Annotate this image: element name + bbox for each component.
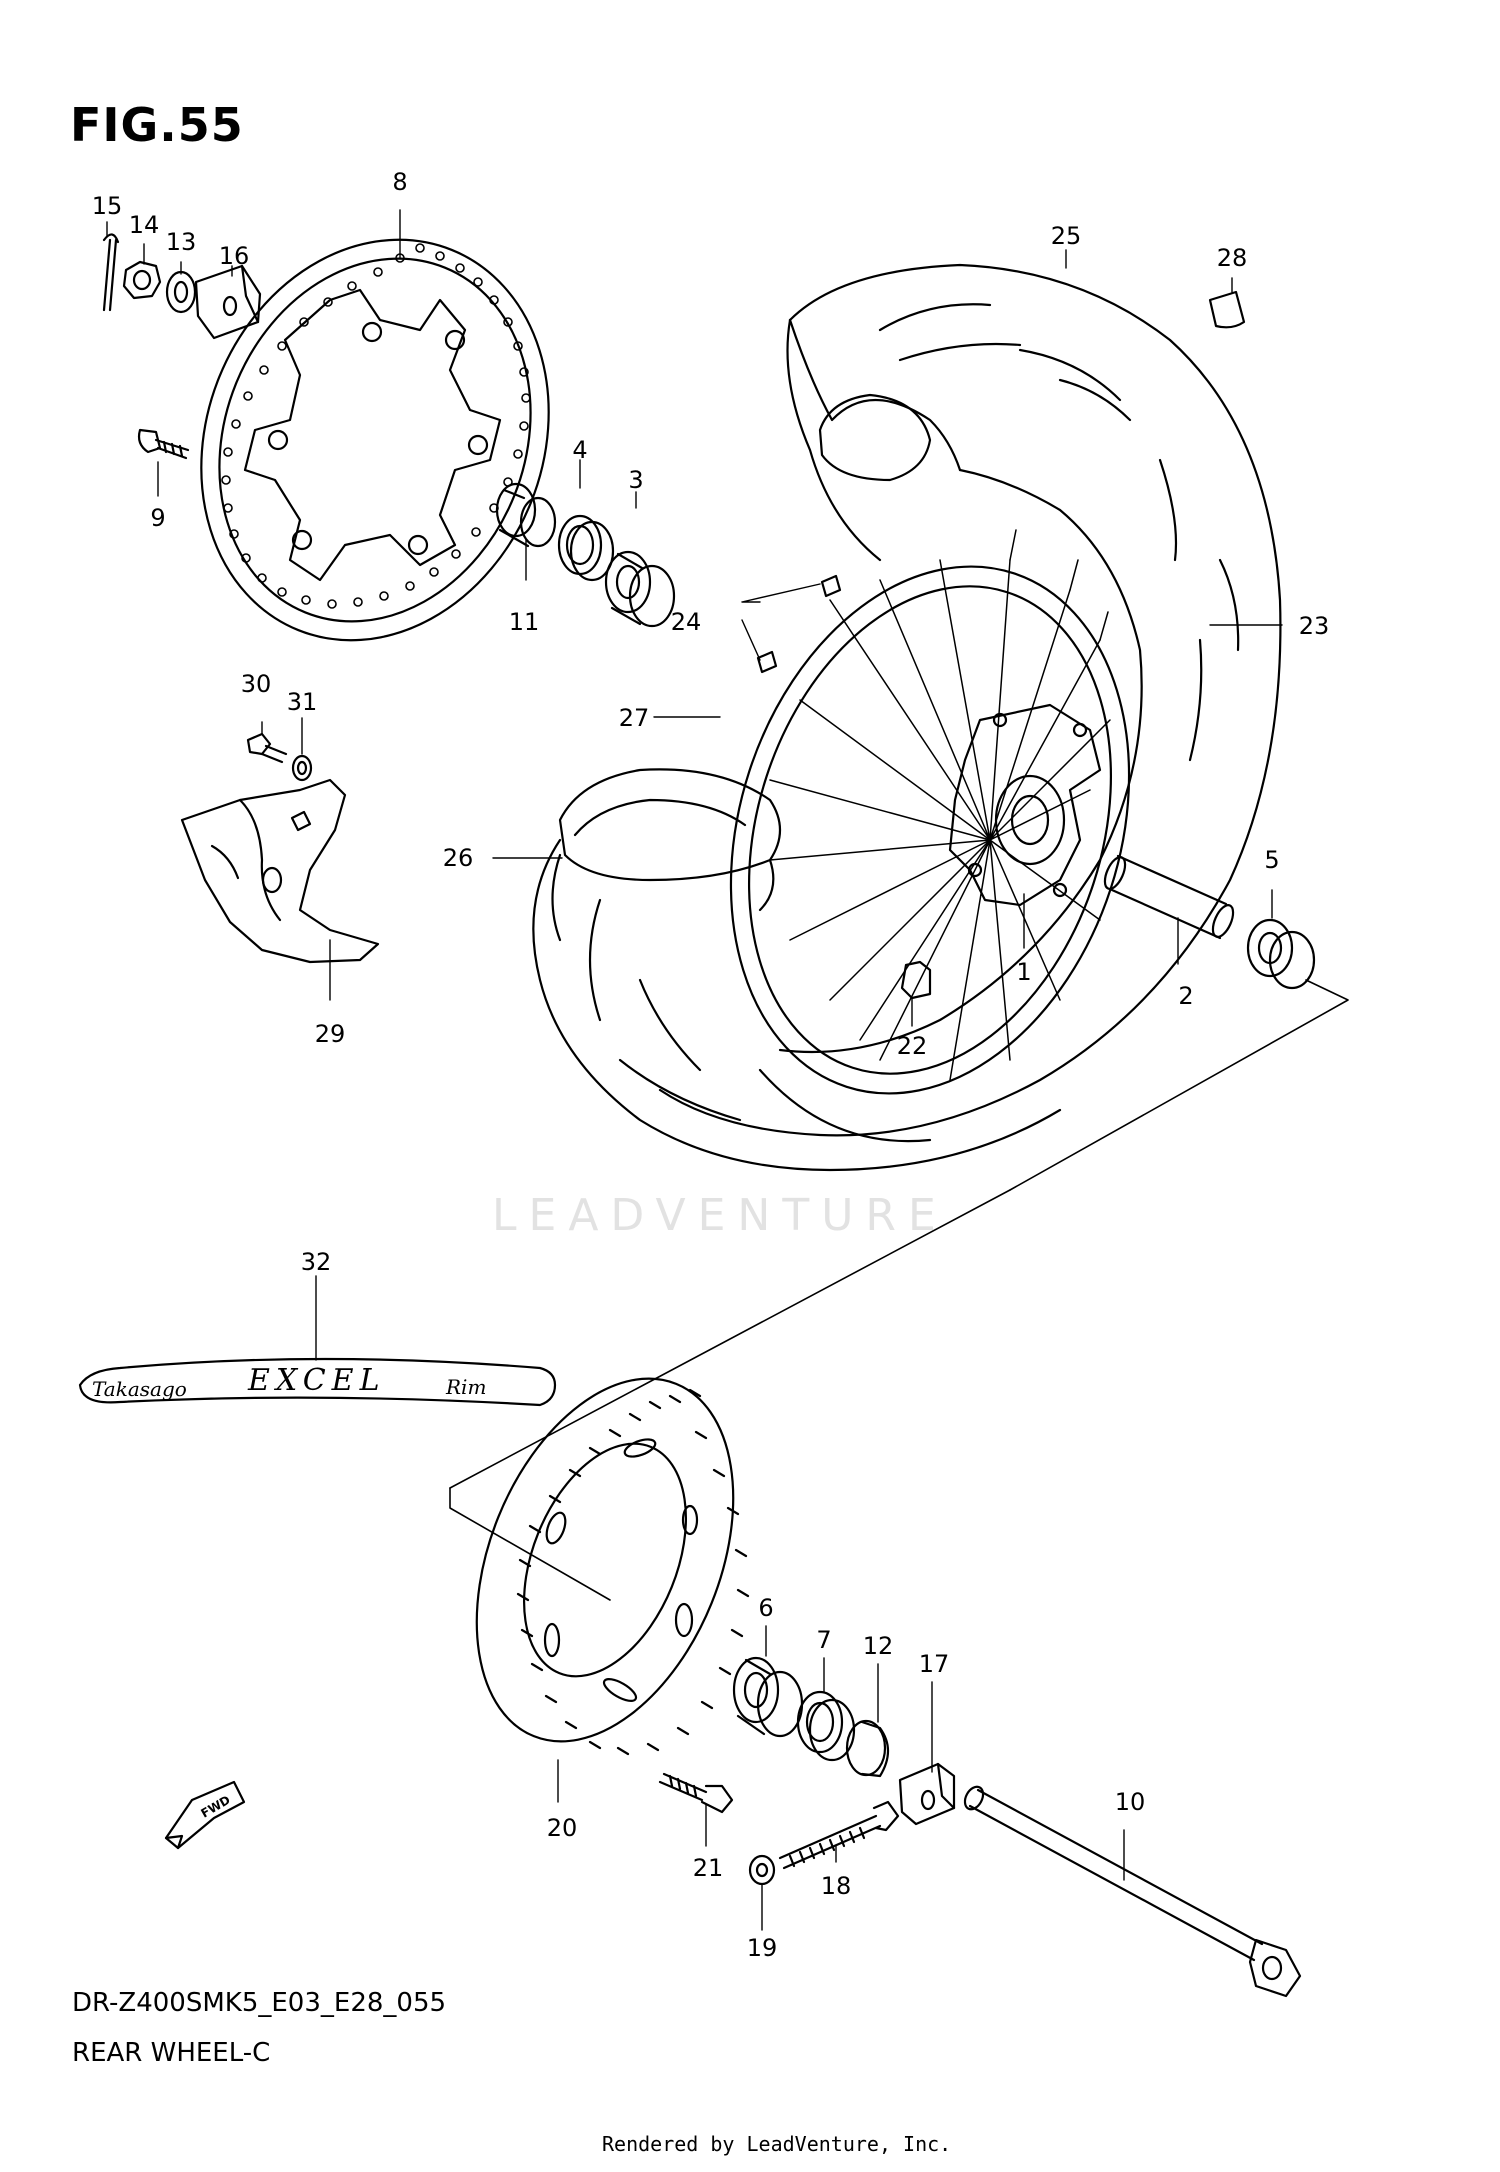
tire <box>532 263 1282 1172</box>
spoke-nipples <box>756 574 842 674</box>
callout-8: 8 <box>392 168 408 196</box>
figure-caption: REAR WHEEL-C <box>72 2038 271 2068</box>
callout-21: 21 <box>692 1854 724 1882</box>
fwd-arrow-icon: FWD <box>164 1780 246 1850</box>
bolt-30 <box>246 732 288 764</box>
valve-cap-28 <box>1208 290 1246 329</box>
callout-19: 19 <box>746 1934 778 1962</box>
exploded-view-guides <box>449 979 1349 1601</box>
rear-axle <box>963 1785 1302 1998</box>
rim-decal-suffix: Rim <box>445 1375 486 1399</box>
callout-9: 9 <box>150 504 166 532</box>
callout-29: 29 <box>314 1020 346 1048</box>
oil-seal-7 <box>796 1690 856 1762</box>
spacer-plate-16 <box>194 264 262 340</box>
rim-lock-22 <box>900 960 932 1000</box>
bearing-6 <box>732 1656 804 1738</box>
adjuster-plate-17 <box>898 1762 956 1826</box>
disc-guard <box>180 778 380 964</box>
callout-23: 23 <box>1298 612 1330 640</box>
bolt-18 <box>778 1800 900 1870</box>
rendered-by: Rendered by LeadVenture, Inc. <box>602 2132 952 2156</box>
callout-1: 1 <box>1016 958 1032 986</box>
callout-27: 27 <box>618 704 650 732</box>
watermark: LEADVENTURE <box>492 1190 948 1241</box>
spacer-12 <box>845 1719 890 1778</box>
callout-26: 26 <box>442 844 474 872</box>
spacer-11 <box>495 482 557 548</box>
callout-15: 15 <box>91 192 123 220</box>
bearing-3 <box>604 550 676 628</box>
callout-30: 30 <box>240 670 272 698</box>
bolt-9 <box>137 428 190 460</box>
callout-20: 20 <box>546 1814 578 1842</box>
washer-13 <box>165 270 197 314</box>
castle-nut <box>122 260 162 300</box>
callout-25: 25 <box>1050 222 1082 250</box>
bearing-5 <box>1246 918 1316 990</box>
rim <box>729 565 1131 1143</box>
washer-19 <box>748 1854 776 1886</box>
callout-5: 5 <box>1264 846 1280 874</box>
bolt-21 <box>658 1772 734 1814</box>
sprocket <box>475 1377 750 1756</box>
callout-10: 10 <box>1114 1788 1146 1816</box>
callout-24: 24 <box>670 608 702 636</box>
callout-6: 6 <box>758 1594 774 1622</box>
hub <box>948 703 1102 907</box>
figure-title: FIG.55 <box>70 98 244 152</box>
rim-decal-name: EXCEL <box>247 1363 386 1398</box>
tire-cutaway <box>551 393 932 942</box>
washer-31 <box>291 754 313 782</box>
callout-16: 16 <box>218 242 250 270</box>
brake-disc <box>200 238 550 642</box>
callout-11: 11 <box>508 608 540 636</box>
rim-decal: Takasago EXCEL Rim <box>78 1357 557 1407</box>
callout-14: 14 <box>128 211 160 239</box>
callout-18: 18 <box>820 1872 852 1900</box>
callout-22: 22 <box>896 1032 928 1060</box>
callout-32: 32 <box>300 1248 332 1276</box>
callout-4: 4 <box>572 436 588 464</box>
spacer-2 <box>1103 854 1235 940</box>
oil-seal-4 <box>557 514 615 582</box>
callout-12: 12 <box>862 1632 894 1660</box>
callout-28: 28 <box>1216 244 1248 272</box>
cotter-pin <box>102 233 120 312</box>
callout-7: 7 <box>816 1626 832 1654</box>
rim-decal-brand: Takasago <box>92 1377 187 1401</box>
callout-17: 17 <box>918 1650 950 1678</box>
spokes <box>769 529 1111 1081</box>
callout-31: 31 <box>286 688 318 716</box>
callout-3: 3 <box>628 466 644 494</box>
model-code: DR-Z400SMK5_E03_E28_055 <box>72 1988 447 2018</box>
leader-lines <box>106 209 1283 1931</box>
callout-2: 2 <box>1178 982 1194 1010</box>
callout-13: 13 <box>165 228 197 256</box>
